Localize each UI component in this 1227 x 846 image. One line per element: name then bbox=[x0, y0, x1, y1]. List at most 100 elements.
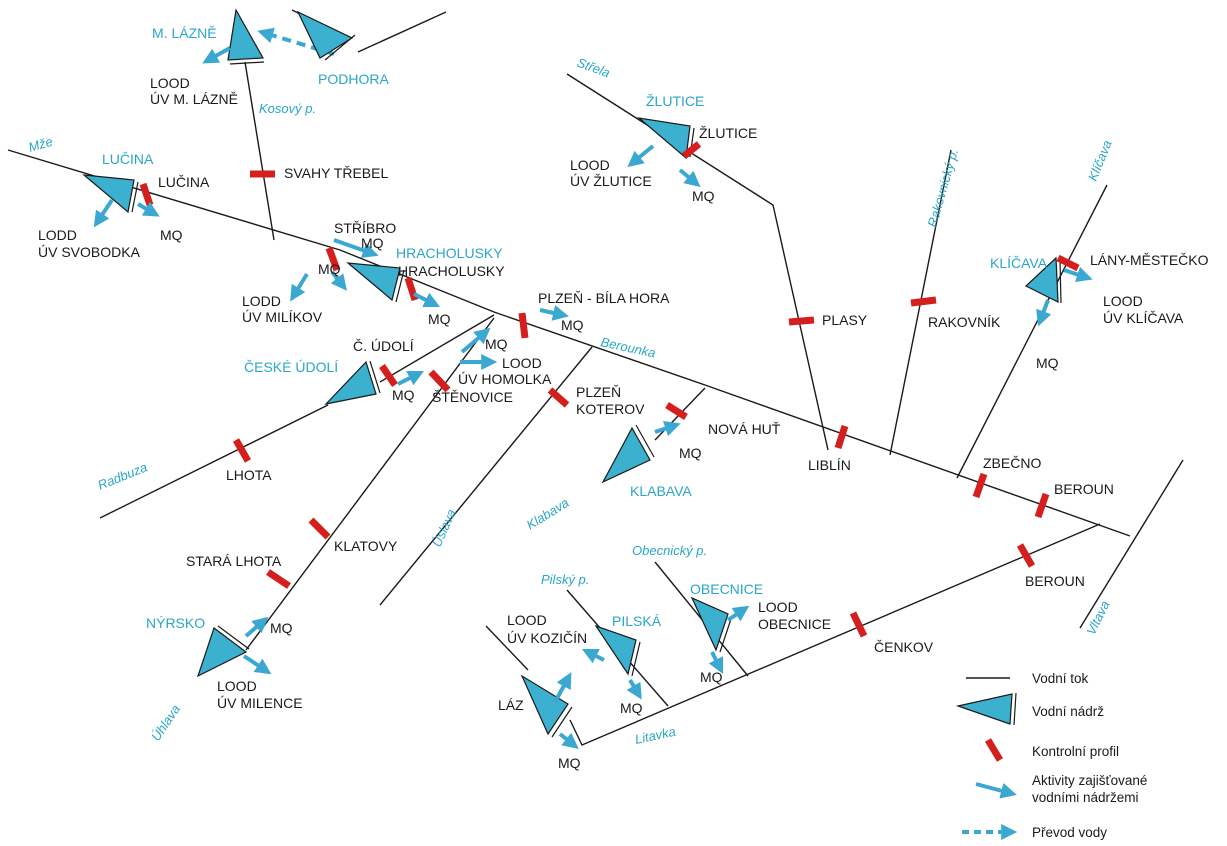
reservoir-label-ceske-udoli: ČESKÉ ÚDOLÍ bbox=[244, 359, 338, 375]
label-lucina-profile: LUČINA bbox=[158, 174, 210, 190]
reservoir-nyrsko bbox=[196, 625, 250, 678]
reservoir-klicava bbox=[1024, 256, 1062, 304]
label-liblin: LIBLÍN bbox=[808, 457, 851, 473]
river-label-klicava: Klíčava bbox=[1085, 138, 1115, 183]
profile-rakovnik bbox=[910, 296, 937, 307]
legend-arrow-swatch bbox=[975, 782, 1017, 799]
label-lany-mestecko: LÁNY-MĚSTEČKO bbox=[1090, 252, 1209, 268]
label-rakovnik: RAKOVNÍK bbox=[928, 314, 1001, 330]
stream-vltava bbox=[1079, 459, 1184, 629]
reservoir-label-zlutice: ŽLUTICE bbox=[646, 93, 704, 109]
arrow-lood-klicava bbox=[1063, 266, 1093, 283]
profile-liblin bbox=[834, 424, 849, 450]
label-lood-kozicin-1: LOOD bbox=[507, 612, 547, 628]
arrow-mq-klabava bbox=[654, 420, 681, 437]
river-label-pilsky: Pilský p. bbox=[541, 572, 589, 587]
legend-activities-label-2: vodními nádržemi bbox=[1032, 790, 1139, 805]
river-label-mze: Mže bbox=[27, 134, 55, 155]
reservoir-hracholusky bbox=[346, 262, 405, 303]
reservoir-label-lucina: LUČINA bbox=[102, 151, 154, 167]
profile-beroun-1 bbox=[1034, 492, 1050, 519]
label-plzen-koterov-1: PLZEŇ bbox=[576, 384, 621, 400]
activity-arrows bbox=[93, 46, 1093, 749]
label-mq-klicava: MQ bbox=[1036, 355, 1059, 371]
river-label-vltava: Vltava bbox=[1083, 598, 1112, 637]
river-label-klabava: Klabava bbox=[524, 495, 572, 533]
label-mq-bila-hora: MQ bbox=[561, 317, 584, 333]
profile-cenkov bbox=[849, 611, 868, 638]
label-mq-nyrsko: MQ bbox=[270, 620, 293, 636]
reservoir-lucina bbox=[82, 174, 139, 214]
arrow-mq-nyrsko bbox=[244, 616, 269, 638]
arrow-mq-lucina bbox=[136, 201, 160, 217]
label-plzen-koterov-2: KOTEROV bbox=[576, 401, 645, 417]
reservoir-label-podhora: PODHORA bbox=[318, 71, 389, 87]
stream-laz bbox=[485, 625, 529, 671]
stream-network bbox=[7, 9, 1184, 746]
river-label-obecnicky: Obecnický p. bbox=[632, 543, 707, 558]
label-lood-milence-2: ÚV MILENCE bbox=[217, 695, 303, 711]
river-label-litavka: Litavka bbox=[634, 724, 677, 747]
water-transfer-arrow bbox=[257, 27, 335, 56]
label-lood-obecnice-2: OBECNICE bbox=[758, 616, 831, 632]
label-mq-klabava: MQ bbox=[679, 445, 702, 461]
label-laz: LÁZ bbox=[498, 697, 524, 713]
reservoir-ceske-udoli bbox=[324, 360, 381, 405]
arrow-lood-obecnice bbox=[726, 605, 750, 622]
label-mq-stribro: MQ bbox=[361, 235, 384, 251]
label-mq-homolka: MQ bbox=[485, 336, 508, 352]
river-label-berounka: Berounka bbox=[599, 334, 657, 360]
label-klatovy: KLATOVY bbox=[334, 538, 398, 554]
arrow-mq-hracholusky bbox=[413, 292, 441, 308]
label-stenovice: ŠTĚNOVICE bbox=[432, 389, 513, 405]
label-stribro: STŘÍBRO bbox=[334, 220, 396, 236]
reservoir-label-obecnice: OBECNICE bbox=[690, 581, 763, 597]
control-profiles bbox=[139, 141, 1080, 638]
label-mq-c-udoli: MQ bbox=[392, 387, 415, 403]
legend: Vodní tok Vodní nádrž Kontrolní profil A… bbox=[955, 671, 1147, 840]
legend-activities-label-1: Aktivity zajišťované bbox=[1032, 773, 1147, 788]
label-lood-m-lazne-1: LOOD bbox=[150, 75, 190, 91]
arrow-lood-kozicin bbox=[553, 672, 572, 703]
river-label-uslava: Úslava bbox=[429, 507, 459, 549]
reservoir-label-hracholusky: HRACHOLUSKY bbox=[396, 245, 503, 261]
profile-koterov bbox=[547, 387, 570, 408]
legend-profile-swatch bbox=[984, 738, 1004, 762]
profile-beroun-2 bbox=[1016, 543, 1036, 568]
label-lood-homolka-1: LOOD bbox=[502, 355, 542, 371]
label-beroun-2: BEROUN bbox=[1025, 573, 1085, 589]
reservoir-obecnice bbox=[690, 596, 733, 653]
profile-c-udoli bbox=[379, 364, 398, 387]
arrow-lood-m-lazne bbox=[202, 46, 231, 64]
legend-stream-label: Vodní tok bbox=[1032, 671, 1089, 686]
stream-mze-berounka bbox=[7, 149, 1131, 537]
label-lodd-svobodka-2: ÚV SVOBODKA bbox=[38, 244, 141, 260]
reservoir-podhora bbox=[296, 10, 356, 61]
arrow-mq-c-udoli bbox=[397, 370, 425, 386]
river-label-kosovy: Kosový p. bbox=[259, 101, 316, 116]
profile-lhota bbox=[232, 438, 252, 463]
label-lood-milence-1: LOOD bbox=[217, 678, 257, 694]
profile-plasy bbox=[788, 316, 815, 326]
reservoir-laz bbox=[520, 674, 573, 738]
object-labels: LOOD ÚV M. LÁZNĚ LUČINA SVAHY TŘEBEL LOD… bbox=[38, 75, 1209, 771]
label-beroun-1: BEROUN bbox=[1054, 481, 1114, 497]
profile-stenovice bbox=[428, 369, 451, 393]
stream-radbuza bbox=[99, 404, 329, 519]
profile-nova-hut bbox=[665, 402, 688, 420]
reservoir-label-nyrsko: NÝRSKO bbox=[146, 615, 205, 631]
profile-lany-mestecko bbox=[1056, 254, 1080, 272]
river-label-radbuza: Radbuza bbox=[96, 459, 150, 492]
label-nova-hut: NOVÁ HUŤ bbox=[708, 421, 781, 437]
stream-uslava bbox=[379, 346, 593, 606]
profile-lucina bbox=[139, 182, 154, 207]
label-plasy: PLASY bbox=[822, 312, 868, 328]
label-lood-klicava-1: LOOD bbox=[1103, 293, 1143, 309]
label-lood-zlutice-2: ÚV ŽLUTICE bbox=[570, 173, 652, 189]
arrow-mq-stribro bbox=[333, 238, 379, 258]
profile-hracholusky bbox=[404, 276, 419, 302]
label-mq-obecnice: MQ bbox=[700, 669, 723, 685]
arrow-mq-klicava bbox=[1036, 299, 1052, 327]
legend-reservoir-swatch bbox=[955, 692, 1017, 726]
